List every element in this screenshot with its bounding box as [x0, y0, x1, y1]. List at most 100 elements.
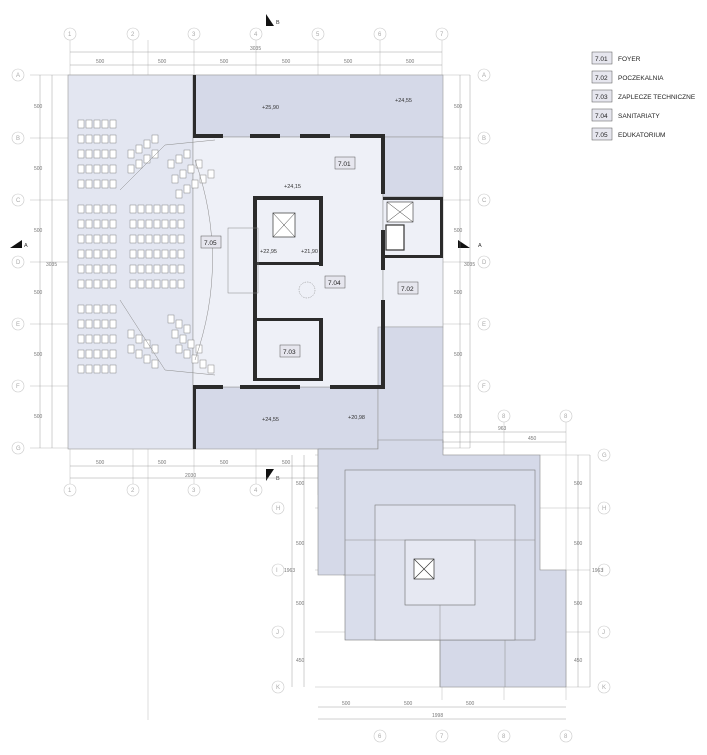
grid-row-label: E	[482, 322, 486, 328]
dim-annex-bottom-seg: 500	[466, 701, 475, 707]
dim-annex-side-total: 1963	[284, 568, 295, 574]
grid-col-label: 4	[254, 488, 258, 494]
legend-code: 7.01	[595, 56, 608, 63]
legend-code: 7.03	[595, 94, 608, 101]
legend-name: POCZEKALNIA	[618, 75, 664, 82]
grid-col-label: 1	[68, 32, 72, 38]
level-mark: +22,95	[260, 249, 277, 255]
level-mark: +25,90	[262, 105, 279, 111]
dim-top-seg: 500	[96, 59, 105, 65]
auditorium-seating	[77, 119, 216, 376]
room-label-7-04: 7.04	[328, 280, 341, 287]
dim-top-seg: 500	[220, 59, 229, 65]
legend-name: ZAPLECZE TECHNICZNE	[618, 94, 696, 101]
dim-right-seg: 500	[454, 104, 463, 110]
dim-right-seg: 500	[454, 352, 463, 358]
walls	[193, 75, 443, 449]
dim-annex-side-seg: 500	[574, 481, 583, 487]
grid-row-label: G	[602, 453, 607, 459]
room-label-7-05: 7.05	[204, 240, 217, 247]
grid-row-label: H	[276, 506, 280, 512]
legend-name: EDUKATORIUM	[618, 132, 665, 139]
dim-annex-side-seg: 500	[296, 541, 305, 547]
grid-row-label: I	[602, 568, 604, 574]
dim-top-seg: 500	[406, 59, 415, 65]
grid-col-label: 2	[131, 32, 135, 38]
dim-bottom-seg: 500	[158, 460, 167, 466]
grid-col-label: 7	[440, 32, 444, 38]
dim-left-seg: 500	[34, 166, 43, 172]
dim-annex-side-seg: 500	[574, 541, 583, 547]
dim-left-seg: 500	[34, 228, 43, 234]
dim-right-seg: 500	[454, 166, 463, 172]
grid-row-label: F	[482, 384, 486, 390]
dim-top-seg: 500	[344, 59, 353, 65]
level-mark: +24,15	[284, 184, 301, 190]
grid-bubbles: 1 2 3 4 5 6 7 1 2 3 4 A B C D E F G A B …	[11, 27, 611, 743]
dim-bottom-seg: 500	[96, 460, 105, 466]
grid-row-label: F	[16, 384, 20, 390]
dim-top-seg: 500	[158, 59, 167, 65]
dim-right-seg: 500	[454, 290, 463, 296]
grid-col-label: 2	[131, 488, 135, 494]
grid-row-label: C	[16, 198, 21, 204]
grid-col-label: 8	[564, 734, 568, 740]
grid-row-label: K	[276, 685, 280, 691]
dim-right-seg: 500	[454, 228, 463, 234]
room-label-7-01: 7.01	[338, 161, 351, 168]
room-labels: 7.01 7.02 7.03 7.04 7.05	[200, 156, 419, 358]
dim-annex-side-seg: 500	[296, 601, 305, 607]
grid-col-label: 3	[192, 488, 196, 494]
dim-top-seg: 500	[282, 59, 291, 65]
grid-col-label: 6	[378, 32, 382, 38]
room-label-7-03: 7.03	[283, 349, 296, 356]
grid-row-label: B	[16, 136, 20, 142]
section-mark-b-bottom: B	[276, 476, 280, 482]
dim-annex-bottom-seg: 500	[404, 701, 413, 707]
grid-row-label: D	[16, 260, 21, 266]
grid-row-label: H	[602, 506, 606, 512]
grid-row-label: E	[16, 322, 20, 328]
grid-row-label: A	[16, 73, 20, 79]
dim-annex-bottom-total: 1998	[432, 713, 443, 719]
dim-top-total: 3035	[250, 46, 261, 52]
annex-roofs	[317, 439, 567, 688]
grid-col-label: 1	[68, 488, 72, 494]
level-mark: +21,90	[301, 249, 318, 255]
level-mark: +24,55	[395, 98, 412, 104]
room-label-7-02: 7.02	[401, 286, 414, 293]
grid-col-label: 7	[440, 734, 444, 740]
dim-left-total: 3035	[46, 262, 57, 268]
dim-left-seg: 500	[34, 290, 43, 296]
legend-code: 7.04	[595, 113, 608, 120]
grid-col-label: 3	[192, 32, 196, 38]
level-mark: +24,55	[262, 417, 279, 423]
legend: 7.01 FOYER 7.02 POCZEKALNIA 7.03 ZAPLECZ…	[591, 51, 696, 141]
dim-bottom-total: 2030	[185, 473, 196, 479]
legend-code: 7.05	[595, 132, 608, 139]
grid-col-label: 5	[316, 32, 320, 38]
dim-bottom-seg: 500	[220, 460, 229, 466]
section-mark-a-left: A	[24, 243, 28, 249]
grid-col-label: 4	[254, 32, 258, 38]
dim-left-seg: 500	[34, 352, 43, 358]
grid-col-label: 8	[502, 414, 506, 420]
grid-row-label: C	[482, 198, 487, 204]
grid-row-label: B	[482, 136, 486, 142]
dim-bottom-seg: 500	[282, 460, 291, 466]
grid-col-label: 8	[502, 734, 506, 740]
grid-row-label: K	[602, 685, 606, 691]
dim-annex-side-seg: 450	[574, 658, 583, 664]
grid-row-label: J	[602, 630, 605, 636]
grid-row-label: J	[276, 630, 279, 636]
legend-name: FOYER	[618, 56, 641, 63]
dimensions: 3035 500 500 500 500 500 500 500 500 500…	[34, 46, 603, 720]
section-mark-b-top: B	[276, 20, 280, 26]
level-marks: +25,90 +24,55 +24,15 +22,95 +21,90 +24,5…	[260, 98, 412, 423]
dim-annex-top-total: 963	[498, 426, 507, 432]
level-mark: +20,98	[348, 415, 365, 421]
dim-left-seg: 500	[34, 414, 43, 420]
dim-annex-side-seg: 450	[296, 658, 305, 664]
legend-name: SANITARIATY	[618, 113, 660, 120]
